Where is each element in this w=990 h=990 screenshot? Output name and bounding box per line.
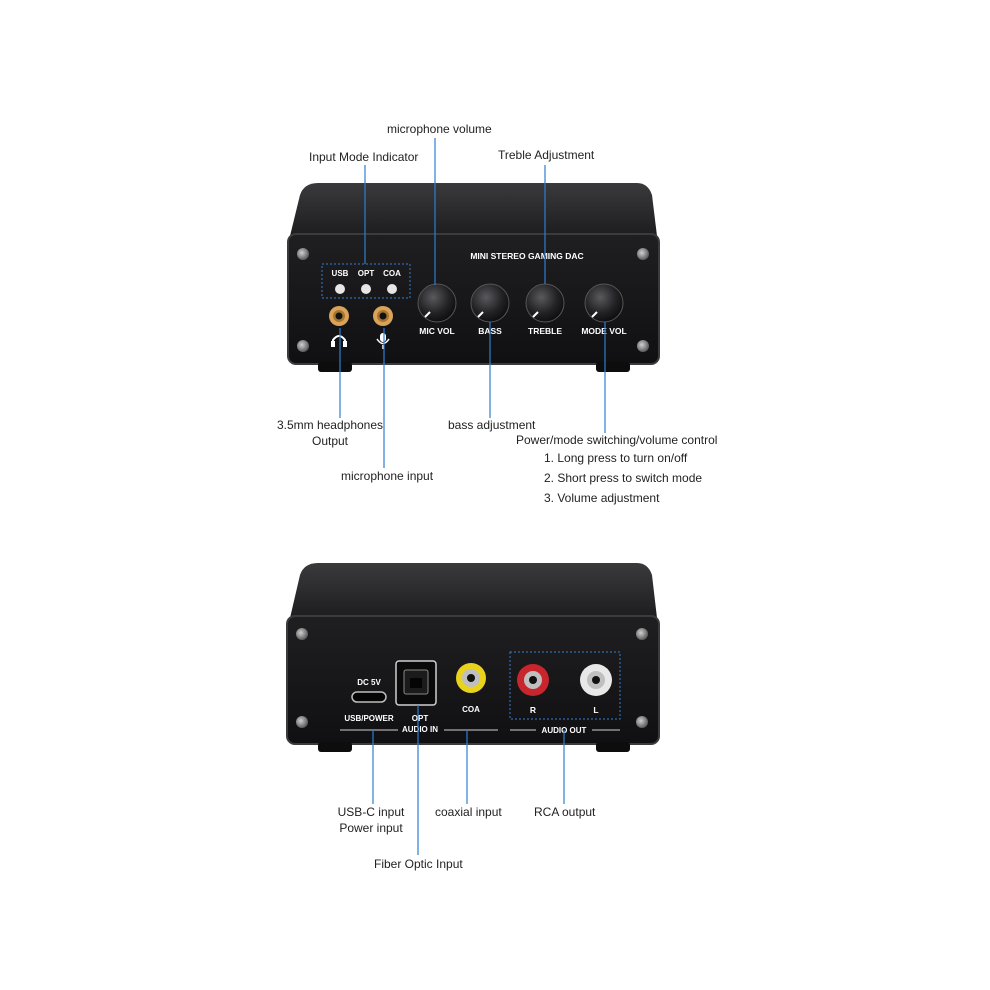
callout-coaxial-input: coaxial input bbox=[435, 805, 502, 819]
screw bbox=[636, 716, 648, 728]
callout-input-mode-indicator: Input Mode Indicator bbox=[309, 150, 419, 164]
rear-device-top bbox=[290, 563, 657, 618]
indicator-label-usb: USB bbox=[332, 269, 349, 278]
screw bbox=[637, 248, 649, 260]
callout-headphones-line1: 3.5mm headphones bbox=[276, 418, 384, 432]
rca-left-port[interactable] bbox=[580, 664, 612, 696]
screw bbox=[297, 340, 309, 352]
indicator-led-coa bbox=[387, 284, 397, 294]
callout-usbc-line2: Power input bbox=[339, 821, 403, 835]
knob-label-mic-vol: MIC VOL bbox=[419, 326, 454, 336]
front-panel-title: MINI STEREO GAMING DAC bbox=[470, 251, 583, 261]
front-device-top bbox=[290, 183, 657, 236]
callout-headphones: 3.5mm headphones Output bbox=[270, 417, 390, 449]
front-foot-right bbox=[596, 362, 630, 372]
indicator-group-box bbox=[321, 263, 411, 299]
treble-knob[interactable] bbox=[525, 283, 565, 323]
front-foot-left bbox=[318, 362, 352, 372]
indicator-label-coa: COA bbox=[383, 269, 401, 278]
optical-port[interactable] bbox=[395, 660, 437, 706]
knob-label-treble: TREBLE bbox=[528, 326, 562, 336]
rca-group-box bbox=[509, 651, 621, 720]
callout-fiber-optic-input: Fiber Optic Input bbox=[374, 857, 463, 871]
callout-power-mode-title: Power/mode switching/volume control bbox=[516, 433, 718, 447]
indicator-led-opt bbox=[361, 284, 371, 294]
callout-power-mode-item: 2. Short press to switch mode bbox=[544, 471, 703, 485]
rear-foot-left bbox=[318, 742, 352, 752]
screw bbox=[637, 340, 649, 352]
audio-in-label: AUDIO IN bbox=[402, 725, 438, 734]
mic-vol-knob[interactable] bbox=[417, 283, 457, 323]
microphone-jack[interactable] bbox=[373, 306, 393, 326]
headphone-jack[interactable] bbox=[329, 306, 349, 326]
opt-label: OPT bbox=[412, 714, 429, 723]
callout-power-mode: Power/mode switching/volume control 1. L… bbox=[516, 432, 717, 508]
callout-headphones-line2: Output bbox=[311, 434, 349, 448]
callout-power-mode-item: 3. Volume adjustment bbox=[544, 491, 660, 505]
rca-r-label: R bbox=[530, 705, 536, 715]
screw bbox=[296, 628, 308, 640]
usb-power-label: USB/POWER bbox=[344, 714, 394, 723]
callout-power-mode-item: 1. Long press to turn on/off bbox=[544, 451, 688, 465]
screw bbox=[297, 248, 309, 260]
coa-label: COA bbox=[462, 705, 480, 714]
callout-power-mode-list: 1. Long press to turn on/off 2. Short pr… bbox=[516, 448, 717, 508]
screw bbox=[296, 716, 308, 728]
screw bbox=[636, 628, 648, 640]
indicator-led-usb bbox=[335, 284, 345, 294]
rca-l-label: L bbox=[593, 705, 598, 715]
callout-usbc-line1: USB-C input bbox=[337, 805, 405, 819]
coaxial-port[interactable] bbox=[456, 663, 486, 693]
usb-c-port[interactable] bbox=[351, 691, 387, 703]
callout-microphone-volume: microphone volume bbox=[387, 122, 492, 136]
callout-treble-adjustment: Treble Adjustment bbox=[498, 148, 595, 162]
headphones-icon bbox=[331, 335, 347, 347]
rca-right-port[interactable] bbox=[517, 664, 549, 696]
callout-bass-adjustment: bass adjustment bbox=[448, 418, 536, 432]
bass-knob[interactable] bbox=[470, 283, 510, 323]
front-device: MINI STEREO GAMING DAC USB OPT COA bbox=[287, 183, 660, 372]
callout-lines bbox=[339, 138, 606, 855]
dc-label: DC 5V bbox=[357, 678, 381, 687]
knob-label-mode-vol: MODE VOL bbox=[581, 326, 626, 336]
rear-foot-right bbox=[596, 742, 630, 752]
indicator-label-opt: OPT bbox=[358, 269, 375, 278]
rear-device: DC 5V USB/POWER OPT AUDIO IN COA bbox=[286, 563, 660, 752]
callout-usbc: USB-C input Power input bbox=[323, 804, 419, 836]
mode-vol-knob[interactable] bbox=[584, 283, 624, 323]
callout-rca-output: RCA output bbox=[534, 805, 596, 819]
callout-microphone-input: microphone input bbox=[341, 469, 434, 483]
